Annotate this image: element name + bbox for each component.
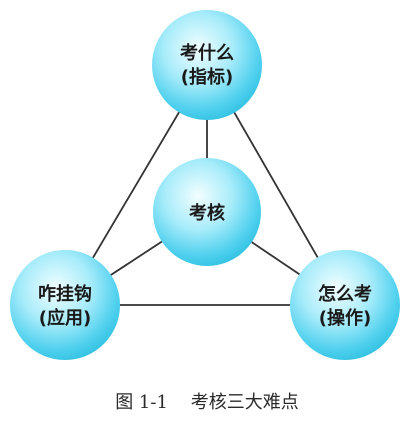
node-left-circle (10, 250, 120, 360)
node-left-label: 咋挂钩 (38, 283, 92, 305)
node-center-circle (153, 158, 261, 266)
node-center-label: 考核 (189, 202, 225, 224)
node-right-circle (290, 250, 400, 360)
node-top-circle (152, 10, 262, 120)
node-top-label: 考什么 (180, 42, 234, 64)
node-right-label: 怎么考 (318, 283, 372, 305)
node-left: 咋挂钩 (应用) (10, 250, 120, 360)
figure-caption: 图 1-1 考核三大难点 (115, 392, 299, 413)
node-left-sublabel: (应用) (39, 307, 91, 329)
node-center: 考核 (153, 158, 261, 266)
node-top: 考什么 (指标) (152, 10, 262, 120)
node-right-sublabel: (操作) (319, 307, 371, 329)
node-right: 怎么考 (操作) (290, 250, 400, 360)
node-top-sublabel: (指标) (181, 66, 233, 88)
